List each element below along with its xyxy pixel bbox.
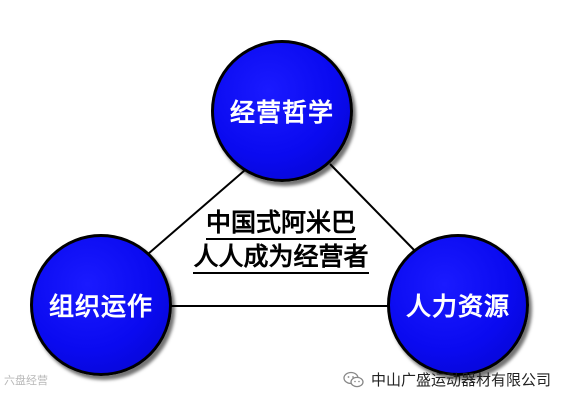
wechat-icon: [343, 371, 364, 387]
company-name: 中山广盛运动器材有限公司: [370, 371, 551, 389]
node-label: 人力资源: [405, 292, 510, 321]
node-human-resources: 人力资源: [387, 234, 529, 376]
node-business-philosophy: 经营哲学: [211, 40, 353, 182]
node-label: 组织运作: [48, 292, 153, 321]
edge-top-left: [147, 163, 253, 255]
node-label: 经营哲学: [229, 98, 334, 127]
edge-top-right: [329, 163, 419, 255]
center-title-line-1: 中国式阿米巴: [178, 203, 384, 240]
center-title-line-2: 人人成为经营者: [178, 237, 384, 274]
watermark-left: 六盘经营: [4, 374, 48, 387]
node-organization-operation: 组织运作: [30, 234, 172, 376]
center-title-text: 中国式阿米巴: [205, 208, 356, 240]
watermark-right: 中山广盛运动器材有限公司: [343, 369, 551, 390]
center-subtitle-text: 人人成为经营者: [193, 242, 369, 274]
